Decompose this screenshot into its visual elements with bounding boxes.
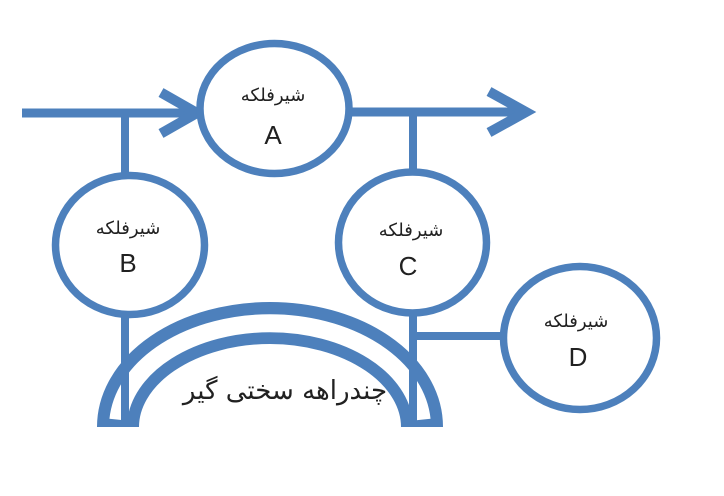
valve-c-letter: C — [399, 251, 418, 281]
manifold-label: چندراهه سختی گیر — [181, 375, 387, 406]
valve-c-circle — [334, 168, 491, 317]
valve-b-circle — [51, 171, 209, 319]
valve-b-letter: B — [119, 248, 136, 278]
manifold-band — [97, 302, 443, 428]
valve-d-letter: D — [569, 342, 588, 372]
valve-d-label: شیرفلکه — [544, 311, 609, 332]
valve-a-circle — [196, 39, 353, 178]
manifold-band-hollow — [109, 314, 431, 421]
valve-d-circle — [499, 262, 661, 414]
valve-a-letter: A — [264, 120, 282, 150]
valve-b-label: شیرفلکه — [96, 218, 161, 239]
valve-c-label: شیرفلکه — [379, 220, 444, 241]
valve-a-label: شیرفلکه — [241, 85, 306, 106]
outlet-arrowhead-icon — [486, 87, 537, 137]
